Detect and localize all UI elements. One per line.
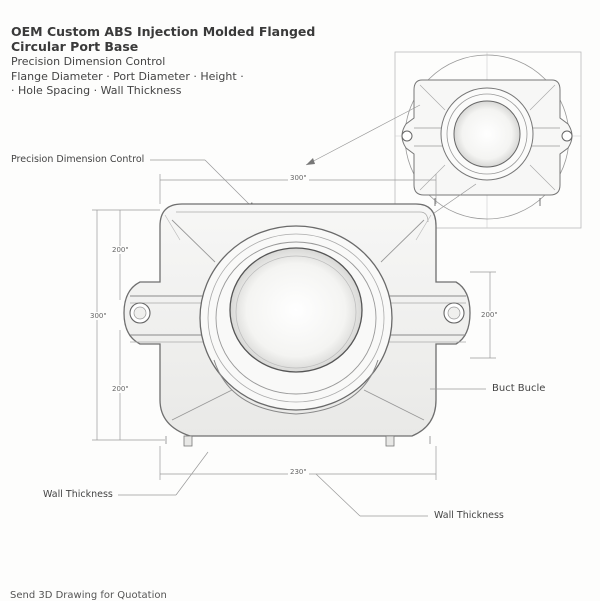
features-line-1: Flange Diameter · Port Diameter · Height…: [11, 70, 244, 83]
dim-top-width: 300": [288, 174, 309, 182]
dim-right-height: 200": [481, 311, 498, 319]
dim-left-upper: 200": [112, 246, 129, 254]
precision-callout: Precision Dimension Control: [11, 154, 145, 165]
dim-bottom-width: 230": [288, 468, 309, 476]
title-line-2: Circular Port Base: [11, 39, 139, 54]
title-line-1: OEM Custom ABS Injection Molded Flanged: [11, 24, 316, 39]
features-line-2: · Hole Spacing · Wall Thickness: [11, 84, 182, 97]
quotation-cta[interactable]: Send 3D Drawing for Quotation: [10, 590, 167, 601]
detail-view: [305, 51, 582, 293]
precision-leader: [150, 159, 256, 211]
flanged-port-base: [123, 203, 471, 447]
dim-left-total: 300": [90, 312, 107, 320]
buct-callout: Buct Bucle: [492, 383, 546, 394]
wall-thickness-bottom-callout: Wall Thickness: [434, 510, 504, 521]
subtitle: Precision Dimension Control: [11, 55, 166, 68]
wall-thickness-left-callout: Wall Thickness: [43, 489, 113, 500]
dim-left-lower: 200": [112, 385, 129, 393]
page-title: OEM Custom ABS Injection Molded Flanged …: [11, 24, 315, 54]
